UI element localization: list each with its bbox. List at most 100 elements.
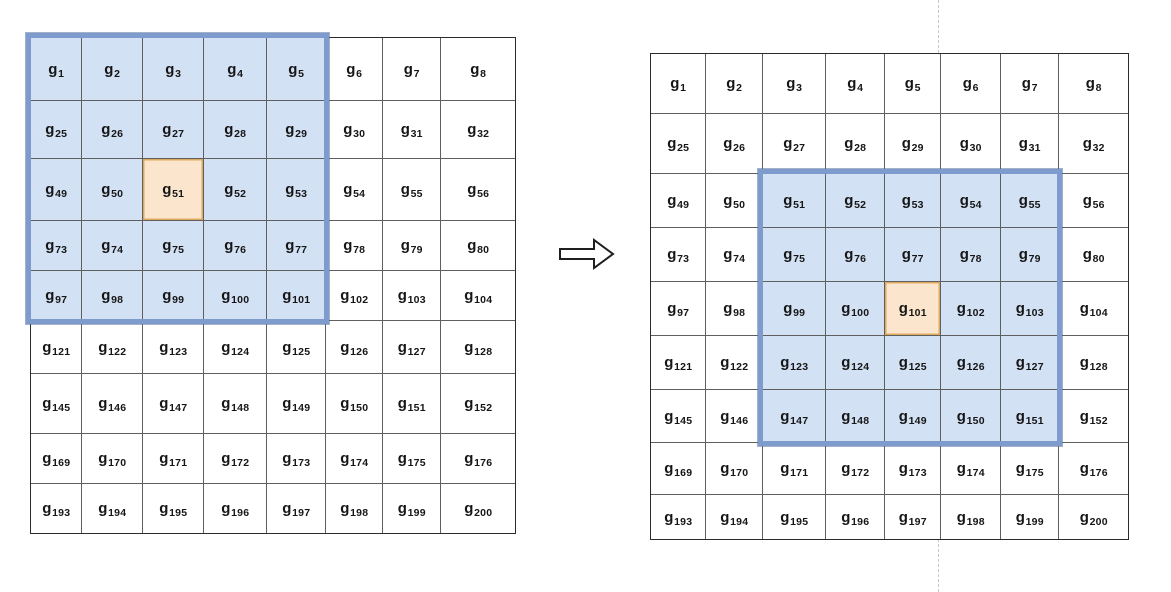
cell-g56: g56	[441, 159, 515, 221]
cell-g77: g77	[267, 221, 326, 271]
cell-g25: g25	[31, 101, 82, 159]
cell-label: g27	[162, 121, 185, 140]
cell-g3: g3	[763, 54, 826, 114]
cell-label: g52	[844, 192, 867, 211]
cell-label: g173	[282, 450, 311, 469]
cell-g76: g76	[204, 221, 267, 271]
cell-label: g193	[42, 500, 71, 519]
cell-label: g174	[956, 460, 985, 479]
cell-g73: g73	[651, 228, 706, 282]
cell-g150: g150	[326, 374, 383, 434]
cell-label: g121	[664, 354, 693, 373]
cell-label: g75	[162, 237, 185, 256]
cell-label: g146	[98, 395, 127, 414]
cell-g176: g176	[1059, 443, 1128, 495]
cell-label: g99	[783, 300, 806, 319]
cell-label: g126	[340, 338, 369, 358]
cell-g194: g194	[82, 484, 143, 533]
cell-label: g30	[959, 135, 982, 154]
cell-label: g53	[901, 192, 924, 211]
cell-label: g25	[667, 135, 690, 154]
cell-label: g75	[783, 246, 806, 265]
cell-label: g49	[45, 181, 68, 200]
cell-label: g197	[282, 500, 311, 519]
cell-g5: g5	[885, 54, 941, 114]
cell-label: g7	[1021, 75, 1038, 94]
cell-g170: g170	[82, 434, 143, 484]
cell-label: g124	[841, 354, 870, 373]
cell-label: g122	[720, 354, 749, 373]
cell-label: g124	[221, 338, 250, 358]
cell-label: g149	[282, 395, 311, 414]
cell-g127: g127	[1001, 336, 1059, 390]
cell-g50: g50	[82, 159, 143, 221]
cell-label: g175	[397, 450, 426, 469]
cell-g128: g128	[1059, 336, 1128, 390]
cell-label: g8	[470, 60, 487, 80]
cell-label: g123	[159, 338, 188, 358]
cell-g6: g6	[941, 54, 1001, 114]
cell-g4: g4	[826, 54, 885, 114]
cell-label: g26	[723, 135, 746, 154]
cell-g121: g121	[31, 321, 82, 374]
cell-g123: g123	[143, 321, 204, 374]
cell-g29: g29	[267, 101, 326, 159]
cell-label: g126	[956, 354, 985, 373]
cell-g173: g173	[885, 443, 941, 495]
cell-label: g7	[403, 60, 420, 80]
cell-label: g79	[1018, 246, 1041, 265]
cell-label: g145	[664, 407, 693, 427]
cell-label: g101	[898, 300, 927, 319]
cell-g49: g49	[651, 174, 706, 228]
cell-label: g102	[340, 287, 369, 306]
cell-g194: g194	[706, 495, 763, 539]
cell-label: g77	[285, 237, 308, 256]
cell-g145: g145	[31, 374, 82, 434]
cell-g77: g77	[885, 228, 941, 282]
cell-label: g76	[844, 246, 867, 265]
cell-label: g194	[720, 508, 749, 528]
cell-label: g97	[45, 287, 68, 306]
cell-label: g150	[956, 407, 985, 427]
cell-g175: g175	[1001, 443, 1059, 495]
cell-g152: g152	[1059, 390, 1128, 443]
cell-g98: g98	[82, 271, 143, 321]
cell-label: g54	[343, 181, 366, 200]
cell-g171: g171	[763, 443, 826, 495]
cell-g99: g99	[763, 282, 826, 336]
cell-g124: g124	[826, 336, 885, 390]
cell-label: g98	[723, 300, 746, 319]
cell-g1: g1	[651, 54, 706, 114]
cell-g151: g151	[1001, 390, 1059, 443]
cell-g32: g32	[441, 101, 515, 159]
cell-label: g151	[397, 395, 426, 414]
cell-g124: g124	[204, 321, 267, 374]
cell-g150: g150	[941, 390, 1001, 443]
cell-g103: g103	[1001, 282, 1059, 336]
cell-g52: g52	[826, 174, 885, 228]
cell-g2: g2	[82, 38, 143, 101]
cell-label: g173	[898, 460, 927, 479]
cell-g104: g104	[441, 271, 515, 321]
cell-label: g29	[901, 135, 924, 154]
cell-label: g74	[101, 237, 124, 256]
cell-label: g31	[400, 121, 423, 140]
cell-g145: g145	[651, 390, 706, 443]
cell-label: g152	[464, 395, 493, 414]
cell-label: g172	[841, 460, 870, 479]
cell-label: g148	[221, 395, 250, 414]
cell-g28: g28	[826, 114, 885, 174]
cell-g76: g76	[826, 228, 885, 282]
cell-label: g149	[898, 407, 927, 427]
cell-label: g28	[224, 121, 247, 140]
cell-label: g196	[221, 500, 250, 519]
cell-g128: g128	[441, 321, 515, 374]
cell-label: g103	[397, 287, 426, 306]
cell-g31: g31	[1001, 114, 1059, 174]
cell-label: g176	[1079, 460, 1108, 479]
cell-label: g25	[45, 121, 68, 140]
cell-g147: g147	[763, 390, 826, 443]
cell-label: g3	[165, 60, 182, 80]
cell-label: g30	[343, 121, 366, 140]
